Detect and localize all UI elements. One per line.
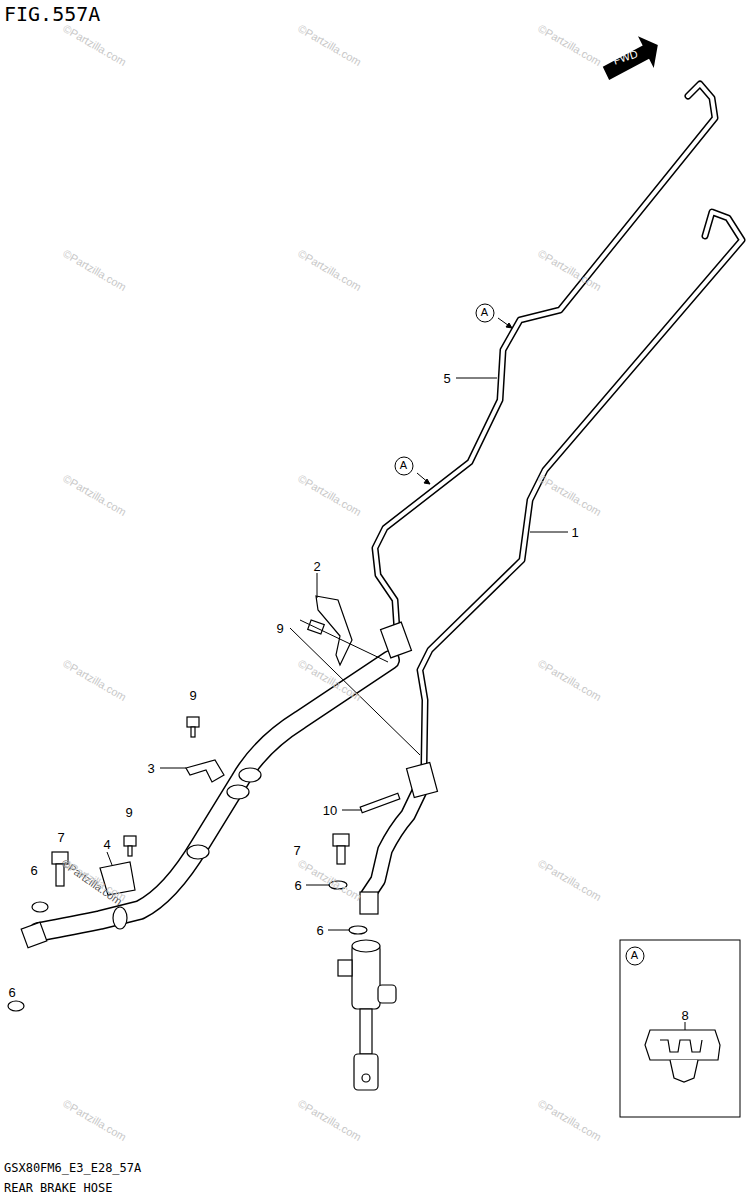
callout-number: 6	[30, 864, 37, 877]
watermark: ©Partzilla.com	[61, 472, 128, 517]
figure-caption: REAR BRAKE HOSE	[4, 1182, 112, 1194]
watermark: ©Partzilla.com	[296, 472, 363, 517]
watermark: ©Partzilla.com	[536, 857, 603, 902]
callout-number: 3	[147, 762, 154, 775]
reference-letter: A	[400, 460, 407, 471]
watermark: ©Partzilla.com	[296, 22, 363, 67]
drawing-code: GSX80FM6_E3_E28_57A	[4, 1162, 141, 1174]
callout-number: 6	[316, 924, 323, 937]
watermark: ©Partzilla.com	[61, 657, 128, 702]
watermark: ©Partzilla.com	[61, 1097, 128, 1142]
figure-title: FIG.557A	[4, 4, 100, 24]
callout-number: 4	[103, 838, 110, 851]
watermark: ©Partzilla.com	[536, 657, 603, 702]
watermark: ©Partzilla.com	[536, 1097, 603, 1142]
callout-number: 9	[125, 806, 132, 819]
callout-number: 9	[276, 622, 283, 635]
callout-number: 7	[293, 844, 300, 857]
reference-letter: A	[481, 307, 488, 318]
callout-number: 8	[681, 1009, 688, 1022]
callout-number: 6	[294, 879, 301, 892]
watermark: ©Partzilla.com	[61, 247, 128, 292]
watermark: ©Partzilla.com	[296, 1097, 363, 1142]
watermark: ©Partzilla.com	[536, 472, 603, 517]
watermark: ©Partzilla.com	[296, 247, 363, 292]
watermark: ©Partzilla.com	[536, 22, 603, 67]
callout-number: 9	[189, 689, 196, 702]
callout-number: 1	[571, 526, 578, 539]
callout-number: 6	[8, 986, 15, 999]
reference-letter: A	[631, 950, 638, 961]
watermark: ©Partzilla.com	[296, 857, 363, 902]
callout-number: 5	[443, 372, 450, 385]
callout-number: 2	[313, 560, 320, 573]
watermark: ©Partzilla.com	[61, 22, 128, 67]
callout-number: 10	[323, 804, 337, 817]
callout-number: 7	[57, 831, 64, 844]
